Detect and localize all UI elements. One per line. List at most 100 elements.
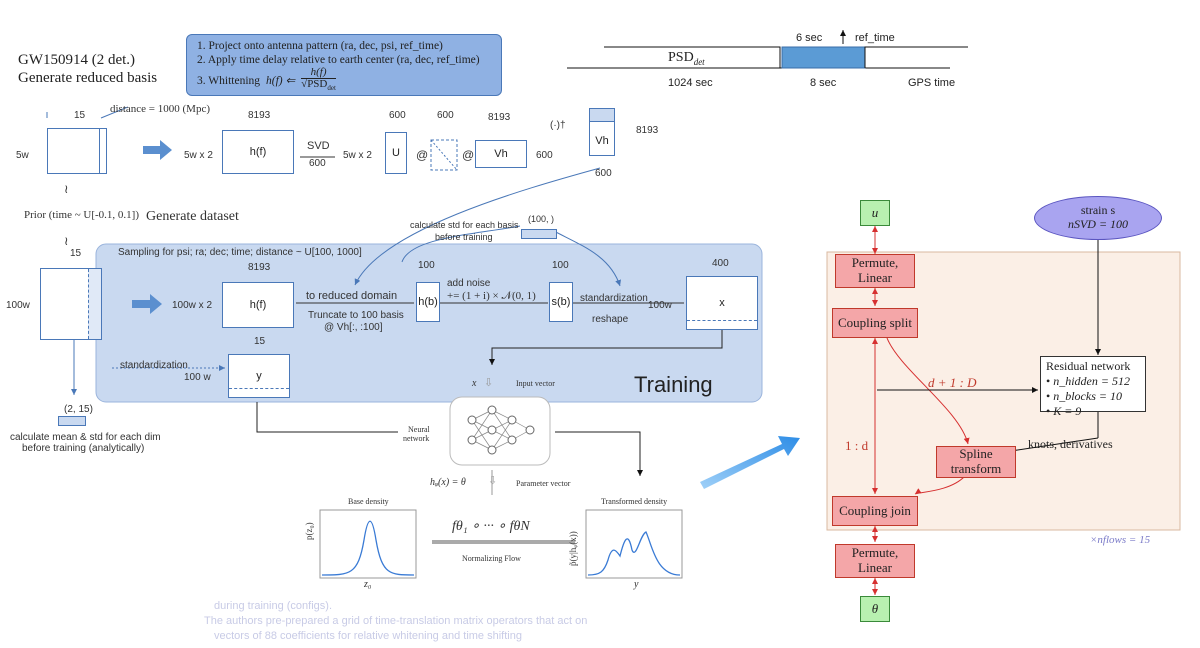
vh-dim600: 600: [536, 150, 553, 161]
sb-box: s(b): [549, 282, 573, 322]
hb-box: h(b): [416, 282, 440, 322]
vh2-box: Vh: [589, 108, 615, 156]
u-dim600: 600: [389, 110, 406, 121]
standardization-label: standardization: [580, 293, 648, 304]
prior-label: Prior (time ~ U[-0.1, 0.1]): [24, 209, 140, 221]
at-1: @: [416, 148, 429, 162]
strain-node: strain s nSVD = 100: [1034, 196, 1162, 240]
shape100-label: (100, ): [528, 214, 555, 224]
dagger-label: (·)†: [550, 120, 566, 131]
vh-dim8193: 8193: [488, 112, 511, 123]
vh2-text: Vh: [595, 135, 609, 147]
param-arrow-icon: ⇩: [488, 475, 498, 487]
dataset-dim100w: 100w: [6, 300, 30, 311]
normalizing-flow-label: Normalizing Flow: [462, 554, 521, 563]
steps-box: 1. Project onto antenna pattern (ra, dec…: [186, 34, 502, 96]
psd-text: PSD: [668, 50, 694, 65]
nsvd-text: nSVD = 100: [1067, 217, 1129, 231]
hb-dim100: 100: [418, 260, 435, 271]
transformed-density-label: Transformed density: [601, 497, 668, 506]
res-hidden: n_hidden = 512: [1053, 374, 1130, 388]
vh-box: Vh: [475, 140, 527, 168]
input-vector-label: Input vector: [516, 379, 555, 388]
standardization2-label: standardization: [120, 360, 188, 371]
x-box: x: [686, 276, 758, 330]
before-training-label: before training: [435, 232, 493, 242]
dataset-hf-box: h(f): [222, 282, 294, 328]
truncate-label: Truncate to 100 basis: [308, 310, 404, 321]
to-reduced-label: to reduced domain: [306, 290, 398, 302]
res-k: K = 9: [1053, 404, 1082, 418]
basis-matrix: [47, 128, 107, 174]
len-1024-label: 1024 sec: [668, 77, 713, 89]
u-node: u: [860, 200, 890, 226]
ref-time-label: ref_time: [855, 32, 895, 44]
before-training2-label: before training (analytically): [22, 443, 145, 454]
gw-title: GW150914 (2 det.): [18, 52, 136, 68]
six-sec-label: 6 sec: [796, 32, 823, 44]
add-noise-label: add noise: [447, 278, 491, 289]
svd-dim600: 600: [309, 158, 326, 169]
flow-formula: fθ₁ ∘ ··· ∘ fθN: [452, 519, 530, 534]
psd-label: PSDdet: [668, 50, 705, 67]
sampling-label: Sampling for psi; ra; dec; time; distanc…: [118, 247, 362, 258]
dataset-dim8193: 8193: [248, 262, 271, 273]
calc-std-label: calculate std for each basis: [410, 220, 519, 230]
basis-dim5wx2: 5w x 2: [184, 150, 213, 161]
calc-mean-label: calculate mean & std for each dim: [10, 432, 161, 443]
gw-subtitle: Generate reduced basis: [18, 70, 158, 86]
u-box: U: [385, 132, 407, 174]
formula-den-sub: det: [327, 84, 336, 93]
basis-dim5w: 5w: [16, 150, 29, 161]
training-label: Training: [634, 372, 713, 397]
permute-linear-top: Permute, Linear: [835, 254, 915, 288]
knots-label: knots, derivatives: [1028, 437, 1113, 451]
dataset-dim100wx2: 100w x 2: [172, 300, 213, 311]
residual-title: Residual network: [1046, 359, 1131, 373]
x-dim100w: 100w: [648, 300, 672, 311]
coupling-join-node: Coupling join: [832, 496, 918, 526]
reshape-label: reshape: [592, 314, 629, 325]
generate-dataset-label: Generate dataset: [146, 209, 239, 224]
neural-label: Neural: [408, 425, 430, 434]
y-box: y: [228, 354, 290, 398]
network-label: network: [403, 434, 430, 443]
y-symbol-label: y: [634, 579, 639, 590]
tilde-1: ≀: [64, 182, 69, 196]
res-blocks: n_blocks = 10: [1053, 389, 1122, 403]
footer-line-3: vectors of 88 coefficients for relative …: [214, 630, 522, 642]
spline-transform-node: Spline transform: [936, 446, 1016, 478]
step-1: 1. Project onto antenna pattern (ra, dec…: [197, 40, 443, 52]
one-d-label: 1 : d: [845, 438, 869, 453]
svd-label: SVD: [307, 140, 330, 152]
residual-network-node: Residual network • n_hidden = 512 • n_bl…: [1040, 356, 1146, 418]
x-dim400: 400: [712, 258, 729, 269]
pz-label: p(z₀): [304, 522, 314, 540]
noise-formula: += (1 + i) × 𝒩(0, 1): [447, 290, 536, 302]
ident-dim600: 600: [437, 110, 454, 121]
step-2: 2. Apply time delay relative to earth ce…: [197, 54, 480, 66]
coupling-split-node: Coupling split: [832, 308, 918, 338]
param-vector-label: Parameter vector: [516, 479, 571, 488]
y-text: y: [256, 370, 262, 382]
y-dim100w: 100 w: [184, 372, 211, 383]
tilde-2: ≀: [64, 234, 69, 248]
basis-dim8193: 8193: [248, 110, 271, 121]
shape100-bar: [521, 229, 557, 239]
len-8-label: 8 sec: [810, 77, 837, 89]
d1D-label: d + 1 : D: [928, 375, 977, 390]
dataset-matrix: [40, 268, 102, 340]
at-2: @: [462, 148, 475, 162]
sb-dim100: 100: [552, 260, 569, 271]
footer-line-1: during training (configs).: [214, 600, 333, 612]
h-eq-label: hᵩ(x) = θ: [430, 477, 466, 488]
formula-num: h(f): [310, 66, 327, 78]
x-text: x: [719, 297, 725, 309]
basis-hf-box: h(f): [222, 130, 294, 174]
gps-label: GPS time: [908, 77, 956, 89]
footer-line-2: The authors pre-prepared a grid of time-…: [204, 615, 588, 627]
psd-sub: det: [693, 56, 705, 67]
input-arrow-icon: ⇩: [484, 377, 494, 389]
basis-dim5wx2b: 5w x 2: [343, 150, 372, 161]
y-dim15: 15: [254, 336, 266, 347]
